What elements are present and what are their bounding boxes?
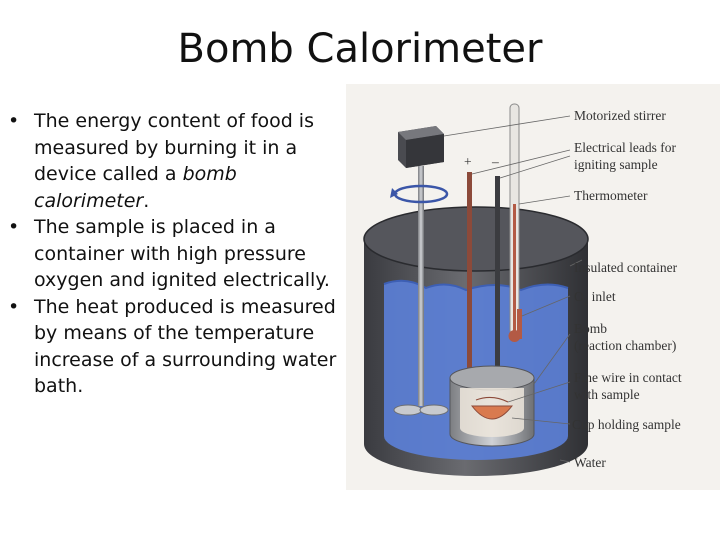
bullet-emphasis: bomb calorimeter: [34, 163, 237, 212]
stirrer-shaft: [418, 166, 424, 406]
bullet-glyph: •: [8, 295, 20, 318]
rotation-arrow-icon: [390, 184, 449, 204]
label-cup: Cup holding sample: [572, 417, 681, 432]
stirrer-paddle: [393, 404, 449, 416]
label-insulated-container: Insulated container: [574, 260, 678, 275]
minus-sign: –: [491, 154, 499, 169]
bullet-text: The sample is placed in a container with…: [34, 216, 330, 291]
label-fine-wire-2: with sample: [574, 387, 640, 402]
o2-inlet-tube: [517, 309, 522, 339]
lead-positive: [467, 172, 472, 377]
label-water: Water: [574, 455, 606, 470]
label-fine-wire: Fine wire in contact: [574, 370, 682, 385]
bullet-glyph: •: [8, 216, 20, 238]
bullet-text: The heat produced is measured by means o…: [34, 295, 337, 398]
label-thermometer: Thermometer: [574, 188, 648, 203]
diagram-svg: + –: [363, 103, 682, 476]
stirrer-motor: [398, 126, 444, 168]
o2-rest: inlet: [588, 289, 616, 304]
bullet-item: • The heat produced is measured by means…: [8, 294, 348, 400]
plus-sign: +: [464, 154, 472, 169]
thermometer: [508, 103, 521, 342]
slide-title: Bomb Calorimeter: [177, 26, 543, 72]
label-electrical-leads-2: igniting sample: [574, 157, 658, 172]
label-bomb: Bomb: [574, 321, 607, 336]
lead-negative: [495, 176, 500, 376]
label-electrical-leads: Electrical leads for: [574, 140, 676, 155]
bullet-glyph: •: [8, 110, 20, 132]
sample-cup: [470, 396, 514, 420]
label-o2-inlet: O2 inlet: [574, 289, 616, 307]
bullet-list: • The energy content of food is measured…: [8, 108, 348, 400]
label-reaction-chamber: (reaction chamber): [574, 338, 676, 353]
o2-o: O: [574, 289, 584, 304]
bullet-text-end: .: [143, 189, 150, 212]
bullet-text: The energy content of food is measured b…: [34, 110, 314, 185]
leader-lines: [443, 115, 583, 463]
label-motorized-stirrer: Motorized stirrer: [574, 108, 666, 123]
o2-subscript: 2: [584, 297, 589, 307]
bullet-item: • The energy content of food is measured…: [8, 108, 348, 214]
bullet-item: • The sample is placed in a container wi…: [8, 214, 348, 294]
bomb-calorimeter-diagram: + –: [346, 84, 720, 490]
